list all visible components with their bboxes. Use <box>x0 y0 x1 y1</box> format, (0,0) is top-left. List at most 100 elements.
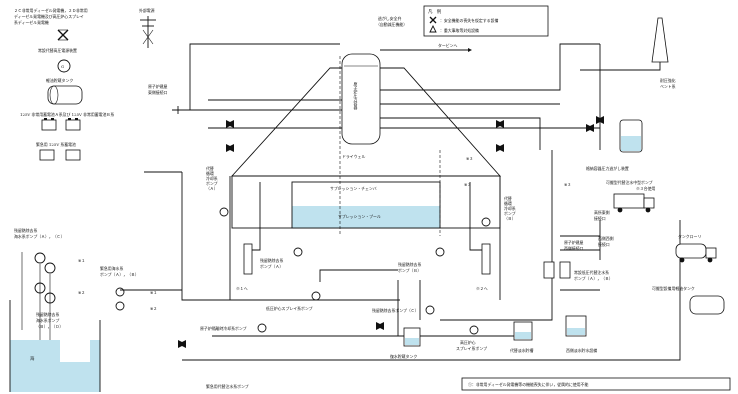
svg-text:ベント系: ベント系 <box>660 84 676 89</box>
rhr-pump-a: 残留熱除去系 ポンプ（Ａ） <box>243 243 303 275</box>
outdoor-generator-label: 常設代替高圧電源装置 <box>38 48 77 53</box>
svg-text:復水貯蔵タンク: 復水貯蔵タンク <box>390 354 417 359</box>
svg-text:西側淡水貯水設備: 西側淡水貯水設備 <box>566 348 597 353</box>
to-ref1-label: ※１へ <box>236 286 248 291</box>
rx-west-label: 原子炉建屋 西側接続口 <box>564 240 584 251</box>
valve-icon <box>178 116 604 348</box>
svg-text:原子炉圧力容器: 原子炉圧力容器 <box>353 81 358 109</box>
rhrs-pump-bd-label: 残留熱除去系 海水系ポンプ （Ｂ），（Ｄ） <box>36 312 63 329</box>
svg-text:※２: ※２ <box>150 306 157 311</box>
svg-text:（Ｂ），（Ｄ）: （Ｂ），（Ｄ） <box>36 324 63 329</box>
svg-text:冷却系: 冷却系 <box>504 206 516 211</box>
rhr-pump-c: 残留熱除去系ポンプ（Ｃ） <box>372 305 435 315</box>
sc-chamber-label: サプレッション・チェンバ <box>330 186 377 191</box>
svg-text:※２: ※２ <box>78 290 85 295</box>
alt-water-tank: 代替淡水貯槽 <box>510 321 533 353</box>
svg-text:（Ｂ）: （Ｂ） <box>504 216 516 221</box>
svg-text:高圧炉心: 高圧炉心 <box>460 340 476 345</box>
relief-valve-label: 逃がし安全弁 （自動減圧機能） <box>376 16 407 27</box>
svg-text:可搬型代替注水中型ポンプ: 可搬型代替注水中型ポンプ <box>606 180 653 185</box>
svg-text:ポンプ: ポンプ <box>206 181 218 186</box>
svg-text:※１: ※１ <box>78 258 85 263</box>
pump-icon <box>219 207 491 227</box>
svg-text:逃がし安全弁: 逃がし安全弁 <box>378 16 401 21</box>
svg-text:海水系ポンプ: 海水系ポンプ <box>36 318 59 323</box>
svg-text:ポンプ（Ａ）: ポンプ（Ａ） <box>260 264 283 269</box>
svg-text:※３台使用: ※３台使用 <box>636 186 656 191</box>
svg-text:①：非常用ディーゼル発電機等の機能喪失に伴い，従属的に使用不: ①：非常用ディーゼル発電機等の機能喪失に伴い，従属的に使用不能 <box>468 382 588 387</box>
arrow-icon <box>468 48 472 52</box>
cross-icon <box>57 29 69 41</box>
tank-icon <box>47 85 83 105</box>
svg-text:（自動減圧機能）: （自動減圧機能） <box>376 22 407 27</box>
cross-icon <box>429 16 437 24</box>
svg-text:系ディーゼル発電機: 系ディーゼル発電機 <box>14 20 49 25</box>
left-ref-markers: ※１ ※２ ※１ ※２ <box>78 258 157 311</box>
svg-text:※１: ※１ <box>150 290 157 295</box>
svg-text:原子炉建屋: 原子炉建屋 <box>148 84 168 89</box>
alt-pump-b-label: 代替 循環 冷却系 ポンプ （Ｂ） <box>504 196 516 221</box>
svg-text:残留熱除去系: 残留熱除去系 <box>36 312 59 317</box>
svg-text:凡 例: 凡 例 <box>428 8 442 15</box>
generator-icon: G <box>57 59 71 73</box>
stack-icon <box>651 17 669 63</box>
svg-text:スプレイ系ポンプ: スプレイ系ポンプ <box>456 346 487 351</box>
svg-text:残留熱除去系: 残留熱除去系 <box>260 258 283 263</box>
reactor-bldg-east-label: 原子炉建屋 東側接続口 <box>148 84 168 95</box>
battery-icon <box>39 149 81 161</box>
svg-text:：重大事故等対処設備: ：重大事故等対処設備 <box>440 28 479 33</box>
battery2-label: 緊急用 125V 系蓄電池 <box>36 142 76 147</box>
svg-text:タンクローリ: タンクローリ <box>678 234 701 239</box>
sea-label: 海 <box>30 355 35 362</box>
lp-alt-pumps: 常設低圧代替注水系 ポンプ（Ａ），（Ｂ） <box>543 261 613 281</box>
ref3-marker: ※３ <box>466 156 473 161</box>
suppression-pool-water <box>292 206 440 228</box>
intake-walls <box>9 300 101 392</box>
piping <box>120 43 681 361</box>
svg-text:G: G <box>61 64 64 69</box>
alt-pump-a-label: 代替 循環 冷却系 ポンプ （Ａ） <box>206 166 218 191</box>
hp-conn-label: 高所東側 接続口 <box>594 210 610 221</box>
svg-text:２Ｃ非常用ディーゼル発電機，２Ｄ非常用: ２Ｃ非常用ディーゼル発電機，２Ｄ非常用 <box>14 8 88 13</box>
svg-text:接続口: 接続口 <box>598 242 610 247</box>
ref3-marker: ※３ <box>464 182 471 187</box>
west-water-tank: 西側淡水貯水設備 <box>565 315 597 353</box>
svg-text:低圧炉心スプレイ系ポンプ: 低圧炉心スプレイ系ポンプ <box>266 306 313 311</box>
rhrs-pump-ac-label: 残留熱除去系 海水系ポンプ（Ａ），（Ｃ） <box>14 228 64 239</box>
rhr-pump-b: 残留熱除去系 ポンプ（Ｂ） <box>398 243 491 275</box>
svg-text:東側接続口: 東側接続口 <box>148 90 168 95</box>
svg-text:格納容器圧力逃がし装置: 格納容器圧力逃がし装置 <box>586 166 629 171</box>
legend: 凡 例 ：安全機能の喪失を仮定する設備 ：重大事故等対処設備 <box>423 5 549 37</box>
drywell-label: ドライウェル <box>342 154 365 159</box>
dg-group-title: ２Ｃ非常用ディーゼル発電機，２Ｄ非常用 ディーゼル発電機及び高圧炉心スプレイ 系… <box>14 8 88 25</box>
svg-text:循環: 循環 <box>206 171 214 176</box>
svg-text:西側接続口: 西側接続口 <box>564 246 584 251</box>
ext-power-label: 外部電源 <box>139 8 155 13</box>
stack-label: 耐圧強化 ベント系 <box>660 78 676 89</box>
turbine-label: タービンへ <box>438 43 458 48</box>
lpcs-pump: 低圧炉心スプレイ系ポンプ <box>266 291 321 311</box>
svg-text:原子炉建屋: 原子炉建屋 <box>564 240 584 245</box>
filter-vent-tank: 格納容器圧力逃がし装置 <box>586 119 643 171</box>
mobile-tank: 可搬型設備用軽油タンク <box>652 286 725 315</box>
svg-text:代替淡水貯槽: 代替淡水貯槽 <box>510 348 533 353</box>
rpv-label: 原子炉圧力容器 <box>353 81 358 109</box>
portable-pump-label: 可搬型代替注水中型ポンプ ※３台使用 <box>606 180 656 191</box>
emergency-alt-pump-label: 緊急用代替注水系ポンプ <box>206 384 249 389</box>
sc-pool-label: サプレッション・プール <box>338 214 381 219</box>
svg-text:ポンプ: ポンプ <box>504 211 516 216</box>
svg-text:ディーゼル発電機及び高圧炉心スプレイ: ディーゼル発電機及び高圧炉心スプレイ <box>14 14 84 19</box>
svg-text:耐圧強化: 耐圧強化 <box>660 78 676 83</box>
svg-text:：安全機能の喪失を仮定する設備: ：安全機能の喪失を仮定する設備 <box>440 18 498 23</box>
ref3-marker: ※３ <box>564 182 571 187</box>
esw-pump-label: 緊急用海水系 ポンプ（Ａ），（Ｂ） <box>100 266 139 277</box>
west-conn-label: 西側西側 接続口 <box>598 236 614 247</box>
svg-text:ポンプ（Ａ），（Ｂ）: ポンプ（Ａ），（Ｂ） <box>100 272 139 277</box>
cst-tank: 復水貯蔵タンク <box>390 327 421 359</box>
svg-text:ポンプ（Ｂ）: ポンプ（Ｂ） <box>398 268 421 273</box>
rcic-pump: 原子炉隔離時冷却系ポンプ <box>200 323 267 333</box>
triangle-icon <box>429 24 437 33</box>
svg-text:代替: 代替 <box>206 166 214 171</box>
svg-text:（Ａ）: （Ａ） <box>206 186 218 191</box>
